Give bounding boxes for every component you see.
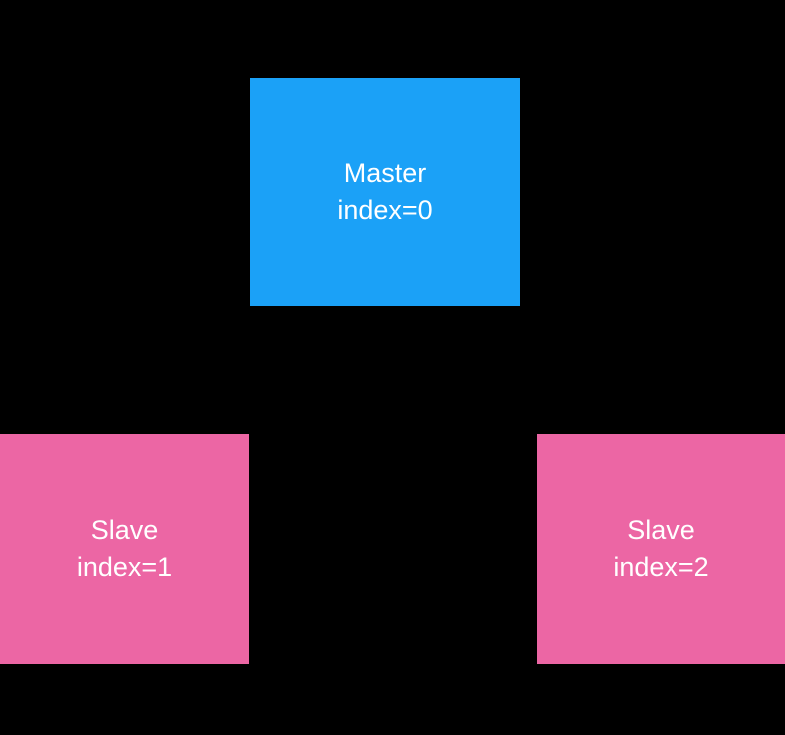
node-master-index: index=0 (337, 195, 433, 225)
node-master-title: Master (343, 158, 427, 188)
node-slave-2-title: Slave (627, 515, 695, 545)
node-slave-2: Slave index=2 (537, 434, 785, 664)
node-slave-2-index: index=2 (613, 552, 709, 582)
node-slave-1-index: index=1 (76, 552, 173, 582)
node-slave-1-title: Slave (90, 515, 159, 545)
node-slave-1: Slave index=1 (0, 434, 249, 664)
node-master: Master index=0 (250, 78, 520, 306)
